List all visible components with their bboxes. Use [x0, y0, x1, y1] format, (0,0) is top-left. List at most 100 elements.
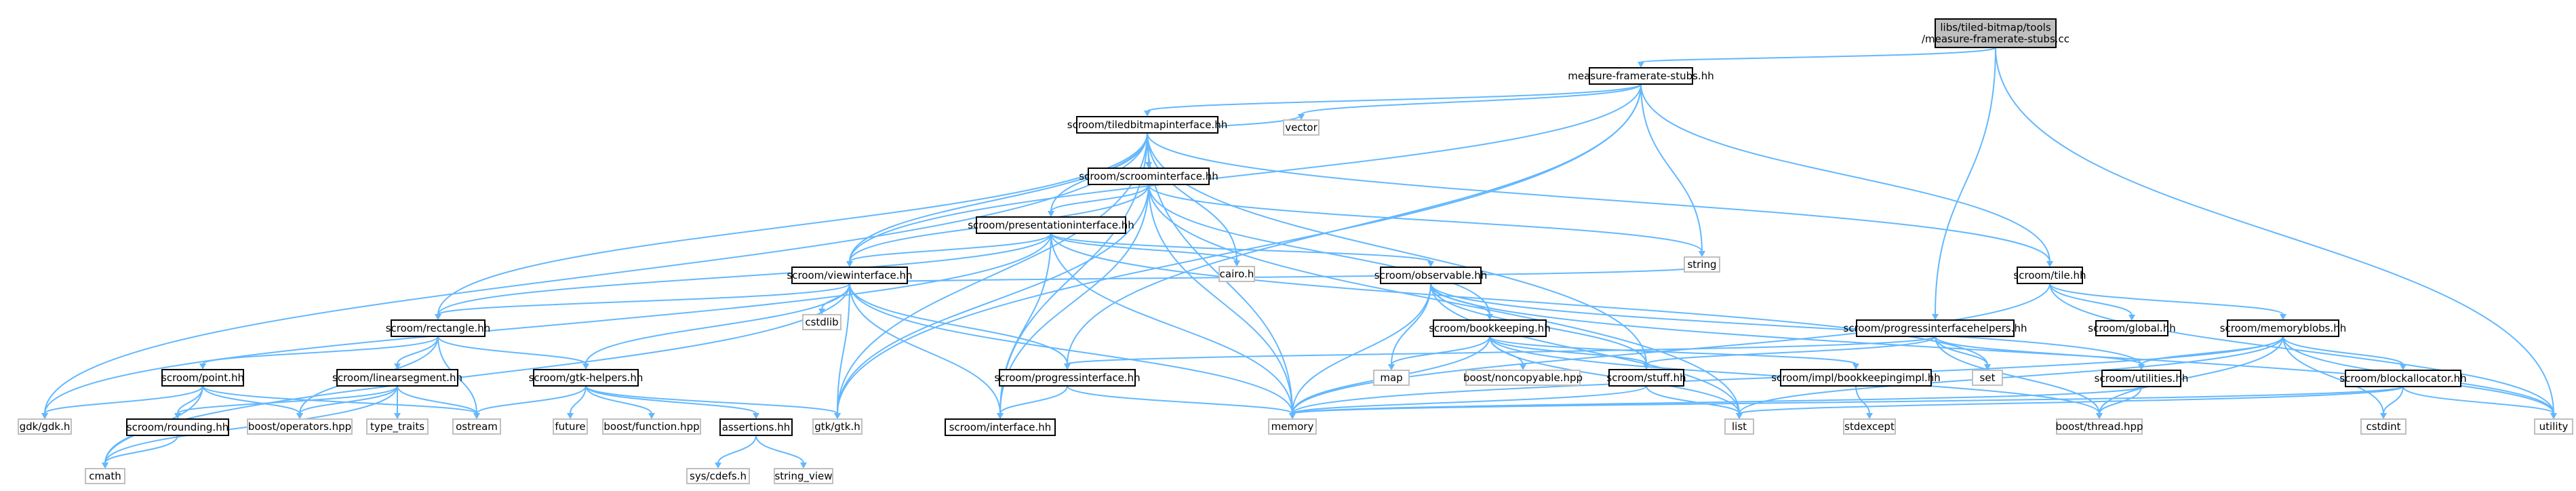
edge-layer: [41, 47, 2557, 469]
node-box-memory: [1268, 418, 1317, 435]
node-bk[interactable]: scroom/bookkeeping.hh: [1429, 319, 1551, 337]
node-future: future: [553, 418, 588, 435]
edge-root-to-mfs: [1640, 47, 1996, 63]
node-box-gtk: [812, 418, 863, 435]
node-round[interactable]: scroom/rounding.hh: [126, 418, 229, 436]
node-assert[interactable]: assertions.hh: [719, 418, 793, 436]
node-gtk: gtk/gtk.h: [812, 418, 863, 435]
node-vector: vector: [1283, 119, 1320, 136]
node-vi[interactable]: scroom/viewinterface.hh: [787, 267, 913, 284]
node-prog[interactable]: scroom/progressinterface.hh: [994, 369, 1141, 387]
edge-tile-to-memory: [1292, 283, 2050, 414]
node-label-rect: scroom/rectangle.hh: [386, 322, 491, 334]
node-rect[interactable]: scroom/rectangle.hh: [386, 319, 491, 337]
node-box-syscdefs: [686, 468, 750, 484]
node-box-cairo: [1218, 266, 1255, 282]
node-label-pih: scroom/progressinterfacehelpers.hh: [1844, 322, 2027, 334]
node-stuff[interactable]: scroom/stuff.hh: [1606, 369, 1686, 387]
node-box-mfs: [1589, 67, 1693, 85]
edge-lin-to-bops: [299, 385, 398, 414]
node-global[interactable]: scroom/global.hh: [2088, 320, 2176, 336]
node-point[interactable]: scroom/point.hh: [161, 369, 244, 387]
node-box-bkimpl: [1780, 369, 1932, 387]
node-box-utility: [2534, 418, 2573, 435]
edge-vi-to-string: [849, 266, 1703, 284]
node-strview: string_view: [774, 468, 833, 484]
edge-root-to-utility: [1995, 47, 2554, 414]
edge-obs-to-util: [1430, 283, 2142, 366]
edge-pi-to-vi: [849, 233, 1052, 262]
edge-tile-to-utility: [2049, 283, 2554, 414]
node-box-vi: [791, 267, 908, 284]
node-box-cstdint: [2360, 418, 2406, 435]
node-box-lin: [336, 369, 458, 387]
node-label-bops: boost/operators.hpp: [248, 420, 351, 433]
node-bkimpl[interactable]: scroom/impl/bookkeepingimpl.hh: [1771, 369, 1941, 387]
node-box-assert: [719, 418, 793, 436]
node-util[interactable]: scroom/utilities.hh: [2095, 370, 2189, 387]
edge-mfs-to-gtk: [837, 83, 1642, 414]
arrowhead-si-to-string: [1699, 251, 1705, 257]
node-gtkh[interactable]: scroom/gtk-helpers.hh: [529, 369, 643, 387]
arrowhead-ba-to-memory: [1289, 413, 1296, 419]
edge-mfs-to-tile: [1640, 83, 2050, 262]
node-box-map: [1373, 370, 1410, 386]
edge-root-to-pih: [1935, 47, 1996, 315]
arrowhead-root-to-mfs: [1638, 62, 1644, 68]
node-label-util: scroom/utilities.hh: [2095, 372, 2189, 385]
node-label-cstdlib: cstdlib: [805, 316, 838, 328]
node-mfs[interactable]: measure-framerate-stubs.hh: [1568, 67, 1714, 85]
arrowhead-gtkh-to-assert: [753, 413, 759, 419]
arrowhead-rect-to-point: [199, 364, 206, 370]
node-cmath: cmath: [85, 468, 125, 484]
node-box-strview: [774, 468, 833, 484]
node-pi[interactable]: scroom/presentationinterface.hh: [968, 216, 1134, 234]
node-pih[interactable]: scroom/progressinterfacehelpers.hh: [1844, 319, 2027, 337]
node-box-stdexcept: [1843, 418, 1896, 435]
edge-bk-to-map: [1391, 336, 1490, 366]
node-gdk: gdk/gdk.h: [18, 418, 72, 435]
node-box-noncopy: [1465, 370, 1581, 386]
node-iface[interactable]: scroom/interface.hh: [945, 418, 1056, 436]
edge-mfs-to-tbi: [1147, 83, 1642, 112]
edge-vi-to-gtk: [837, 283, 850, 414]
node-box-obs: [1380, 267, 1482, 284]
node-lin[interactable]: scroom/linearsegment.hh: [332, 369, 462, 387]
node-box-iface: [945, 418, 1056, 436]
node-box-vector: [1283, 119, 1320, 136]
node-label-utility: utility: [2539, 420, 2569, 433]
edge-tbi-to-vi: [849, 132, 1148, 262]
node-label-stuff: scroom/stuff.hh: [1606, 372, 1686, 384]
node-obs[interactable]: scroom/observable.hh: [1374, 267, 1488, 284]
node-si[interactable]: scroom/scroominterface.hh: [1079, 168, 1218, 185]
node-tbi[interactable]: scroom/tiledbitmapinterface.hh: [1067, 116, 1227, 134]
node-label-strview: string_view: [774, 470, 832, 483]
node-mb[interactable]: scroom/memoryblobs.hh: [2220, 319, 2347, 337]
arrowhead-point-to-gdk: [41, 413, 48, 419]
node-tile[interactable]: scroom/tile.hh: [2013, 267, 2086, 284]
node-root[interactable]: libs/tiled-bitmap/tools/measure-framerat…: [1922, 18, 2069, 48]
arrowhead-bk-to-noncopy: [1520, 364, 1526, 370]
arrowhead-assert-to-syscdefs: [715, 463, 721, 469]
node-box-bthread: [2056, 418, 2143, 435]
edge-tbi-to-gdk: [44, 132, 1148, 414]
arrowhead-tile-to-global: [2128, 315, 2135, 321]
node-box-ba: [2345, 370, 2461, 387]
arrowhead-ba-to-cstdint: [2380, 413, 2387, 419]
node-ba[interactable]: scroom/blockallocator.hh: [2339, 370, 2467, 387]
node-label-map: map: [1380, 372, 1402, 384]
edge-ba-to-memory: [1292, 386, 2404, 414]
node-cstdlib: cstdlib: [802, 314, 841, 330]
node-label-cstdint: cstdint: [2366, 420, 2400, 433]
node-label-future: future: [555, 420, 585, 433]
arrowhead-si-to-pi: [1048, 211, 1054, 217]
edge-gtkh-to-ostream: [476, 385, 587, 414]
edge-pih-to-set: [1935, 336, 1988, 366]
node-label-vector: vector: [1285, 121, 1317, 134]
node-label-global: scroom/global.hh: [2088, 322, 2175, 334]
node-box-rect: [391, 319, 486, 337]
node-stdexcept: stdexcept: [1843, 418, 1896, 435]
node-label-gtk: gtk/gtk.h: [814, 420, 860, 433]
edge-tile-to-mb: [2049, 283, 2284, 315]
